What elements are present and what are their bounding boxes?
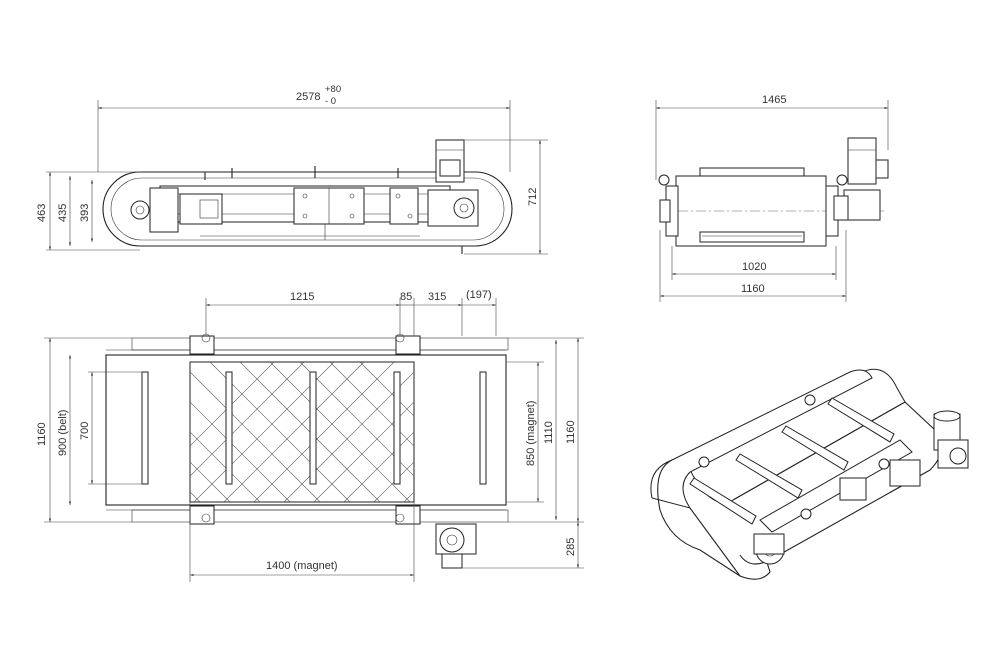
- dim-1110-label: 1110: [543, 421, 555, 444]
- overall-length-label: 2578: [296, 91, 320, 103]
- height-712-label: 712: [527, 188, 539, 206]
- dim-1215-label: 1215: [290, 291, 314, 303]
- magnet-1400-label: 1400 (magnet): [266, 560, 338, 572]
- tolerance-minus: - 0: [325, 96, 336, 107]
- plan-view: [105, 333, 509, 569]
- end-view-dimensions: 1465 1020 1160: [655, 94, 889, 302]
- height-393-label: 393: [79, 204, 91, 222]
- dim-315-label: 315: [428, 291, 446, 303]
- end-view: [658, 137, 889, 247]
- side-elevation-view: [102, 139, 513, 254]
- height-435-label: 435: [57, 204, 69, 222]
- dim-85-label: 85: [400, 291, 412, 303]
- plan-view-dimensions: 1215 85 315 (197) 1160 900 (belt) 700 85…: [36, 289, 584, 582]
- width-1160-label: 1160: [741, 283, 765, 295]
- belt-900-label: 900 (belt): [57, 410, 69, 456]
- magnet-850-label: 850 (magnet): [525, 401, 537, 466]
- width-1160-right-label: 1160: [565, 420, 577, 444]
- dim-700-label: 700: [79, 422, 91, 440]
- side-view-dimensions: 2578 +80 - 0 463 435 393 712: [36, 84, 548, 255]
- tolerance-plus: +80: [325, 84, 341, 95]
- isometric-view: [650, 368, 969, 580]
- width-1160-left-label: 1160: [36, 422, 48, 446]
- dim-285-label: 285: [565, 538, 577, 556]
- dim-197-label: (197): [466, 289, 492, 301]
- height-463-label: 463: [36, 204, 48, 222]
- width-1465-label: 1465: [762, 94, 786, 106]
- width-1020-label: 1020: [742, 261, 766, 273]
